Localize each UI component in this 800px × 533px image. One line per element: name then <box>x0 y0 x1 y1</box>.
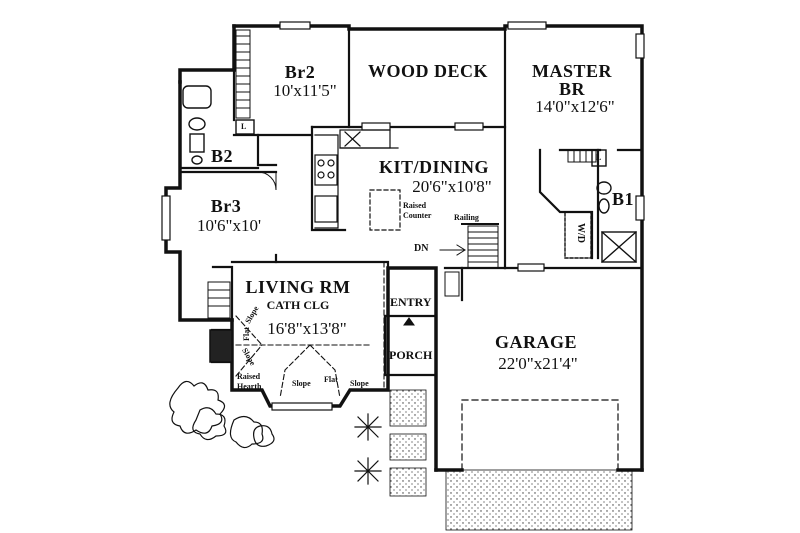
fireplace <box>209 317 233 363</box>
living-rm-label: LIVING RM <box>245 277 351 297</box>
raised-hearth-note-1: Raised <box>237 372 261 381</box>
flat-note-b: Flat <box>324 375 338 384</box>
garage-dimensions: 22'0"x21'4" <box>498 354 578 373</box>
slope-note-c: Slope <box>292 379 311 388</box>
b2-label: B2 <box>211 146 234 166</box>
stairs <box>439 223 499 269</box>
br2-label: Br2 <box>284 62 316 82</box>
linen-closet-label-b2: L <box>241 122 247 131</box>
raised-counter-note-1: Raised <box>403 201 427 210</box>
railing-note: Railing <box>454 213 479 222</box>
kitchen-counters <box>314 129 401 231</box>
windows <box>161 21 645 411</box>
garage-label: GARAGE <box>494 332 578 352</box>
porch-label: PORCH <box>389 348 433 362</box>
landscaping <box>169 380 382 485</box>
br2-dimensions: 10'x11'5" <box>273 81 337 100</box>
entry-label: ENTRY <box>390 295 432 309</box>
flat-note-a: Flat <box>241 327 251 341</box>
br3-dimensions: 10'6"x10' <box>196 216 262 235</box>
linen-closet-label-b1: L <box>596 153 602 162</box>
master-br-dimensions: 14'0"x12'6" <box>535 97 615 116</box>
washer-dryer-label: W/D <box>575 223 586 243</box>
slope-note-d: Slope <box>350 379 369 388</box>
stairs-down-label: DN <box>414 243 429 254</box>
kit-dining-dimensions: 20'6"x10'8" <box>412 177 492 196</box>
master-br-label-line2: BR <box>558 79 586 99</box>
doors <box>257 171 437 333</box>
br3-label: Br3 <box>210 196 242 216</box>
ceiling-slope-lines <box>235 261 385 399</box>
b1-label: B1 <box>612 189 635 209</box>
garage-door <box>461 399 619 471</box>
wood-deck-label: WOOD DECK <box>367 61 489 81</box>
master-br-label-line1: MASTER <box>531 61 613 81</box>
bathroom-fixtures <box>182 85 637 263</box>
raised-counter-note-2: Counter <box>403 211 432 220</box>
closets <box>207 29 597 319</box>
raised-hearth-note-2: Hearth <box>237 382 262 391</box>
driveway <box>389 389 633 531</box>
living-rm-dimensions: 16'8"x13'8" <box>267 319 347 338</box>
living-rm-ceiling-note: CATH CLG <box>266 298 330 312</box>
kit-dining-label: KIT/DINING <box>378 157 490 177</box>
